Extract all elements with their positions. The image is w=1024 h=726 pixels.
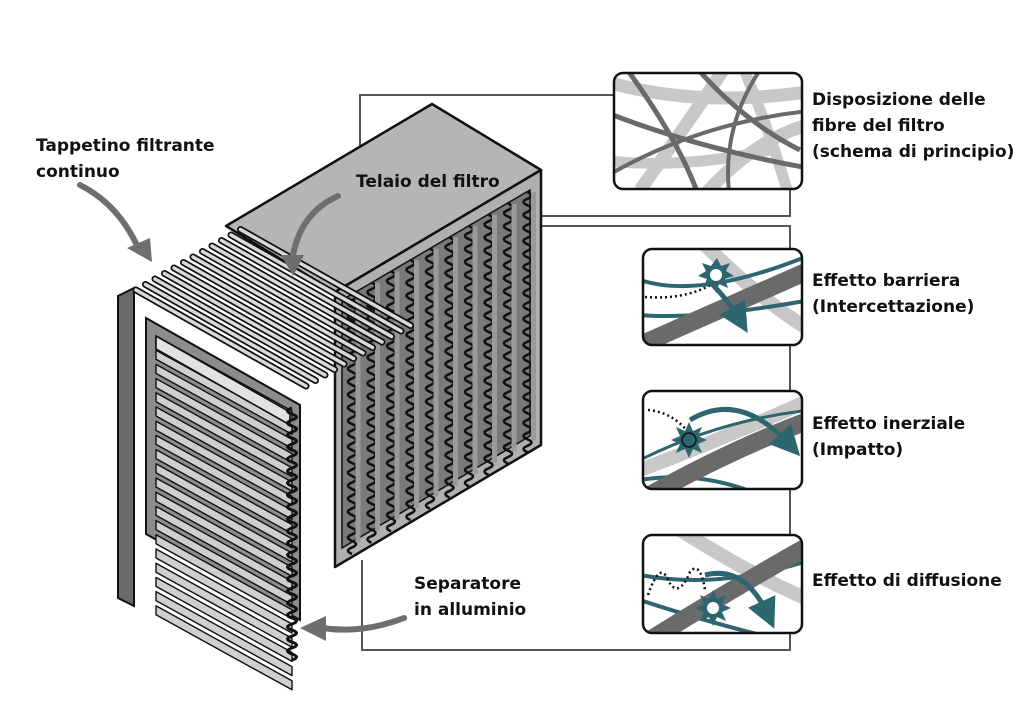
top-pleat-highlight — [181, 260, 356, 361]
separator-slat — [155, 434, 293, 521]
top-pleat-highlight — [143, 282, 318, 383]
separator-slat — [155, 477, 293, 563]
inertial-effect-inset — [641, 389, 804, 491]
pleat-column — [424, 247, 436, 510]
filter-frame-label: Telaio del filtro — [356, 172, 500, 192]
filter-back-panel — [117, 286, 135, 608]
inertial-effect-label: Effetto inerziale (Impatto) — [812, 414, 966, 460]
separator-slat — [155, 548, 293, 634]
diffusion-effect-label: Effetto di diffusione — [812, 571, 1002, 591]
continuous-mat-label: Tappetino filtrante continuo — [36, 136, 215, 182]
separator-slat — [155, 392, 293, 478]
fiber-layout-label: Disposizione delle fibre del filtro (sch… — [812, 90, 1015, 162]
pleat-column — [463, 224, 475, 488]
diffusion-effect-inset — [641, 533, 804, 635]
top-pleat-highlight — [210, 244, 384, 344]
particle-burst-icon — [671, 422, 707, 458]
connector-lines — [359, 94, 791, 651]
barrier-effect-label: Effetto barriera (Intercettazione) — [812, 271, 975, 317]
top-pleat-highlight — [134, 288, 308, 388]
pleat-column — [483, 213, 494, 477]
top-pleat-highlight — [153, 277, 327, 377]
top-pleat-highlight — [229, 233, 403, 333]
fiber-layout-inset — [612, 71, 804, 191]
front-pleat-edge — [286, 406, 298, 662]
top-pleat-highlight — [162, 271, 337, 372]
separator-slat — [155, 590, 293, 677]
pleat-column — [522, 191, 533, 454]
separator-slat — [155, 463, 293, 549]
pleat-column — [405, 258, 416, 522]
top-pleats — [132, 226, 414, 390]
barrier-effect-inset — [641, 247, 804, 347]
top-pleat-highlight — [191, 255, 365, 355]
aluminium-separators — [155, 334, 293, 691]
pleat-column — [502, 202, 514, 465]
top-pleat-highlight — [172, 266, 346, 366]
pleat-column — [444, 236, 455, 499]
separator-slat — [155, 505, 293, 592]
top-pleat-highlight — [238, 227, 413, 328]
curved-arrow-icon — [77, 182, 407, 641]
particle-burst-icon — [698, 258, 734, 293]
top-pleat-highlight — [200, 249, 375, 350]
separator-slat — [155, 605, 293, 691]
aluminium-separator-label: Separatore in alluminio — [414, 574, 527, 620]
separator-slat — [155, 576, 293, 663]
particle-burst-icon — [695, 590, 731, 626]
separator-slat — [155, 363, 293, 450]
top-pleat-highlight — [219, 238, 394, 339]
